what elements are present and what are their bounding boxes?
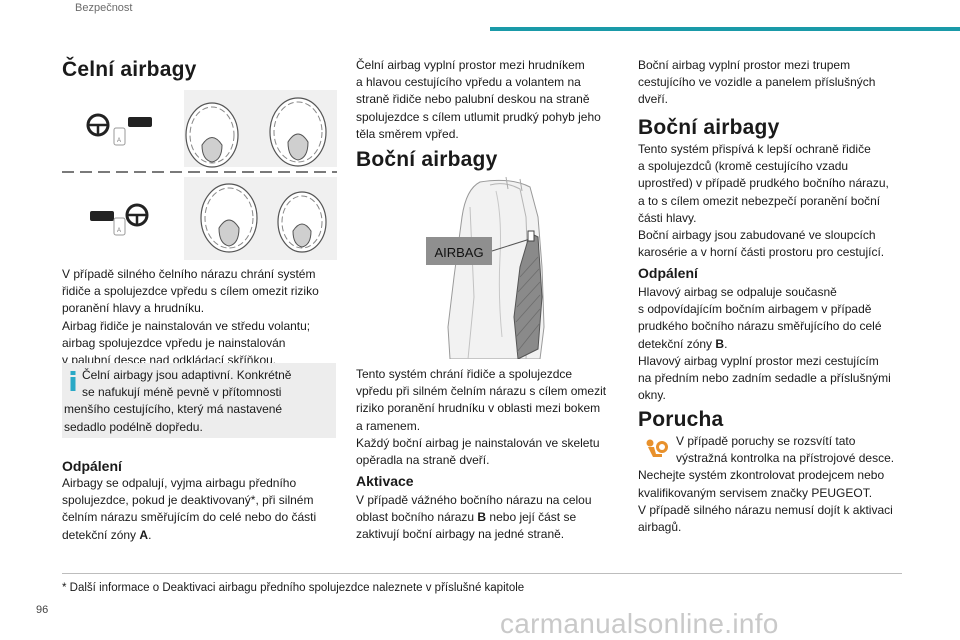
- deployment-curtain-text: Hlavový airbag se odpaluje současně s od…: [638, 285, 891, 403]
- heading-deployment-curtain: Odpálení: [638, 265, 698, 281]
- side-airbag-fill-text: Boční airbag vyplní prostor mezi trupem …: [638, 58, 876, 107]
- deployment-frontal-text: Airbagy se odpalují, vyjma airbagu předn…: [62, 476, 317, 542]
- heading-activation: Aktivace: [356, 473, 414, 489]
- svg-text:A: A: [117, 138, 121, 144]
- frontal-airbags-illustration: A A: [62, 90, 337, 260]
- occupant-top-left: [185, 102, 239, 168]
- header-accent-bar: [490, 27, 960, 31]
- dashboard-bottom-icon: A: [90, 203, 149, 236]
- footnote: * Další informace o Deaktivaci airbagu p…: [62, 582, 525, 594]
- footnote-divider: [62, 573, 902, 574]
- heading-side-airbags: Boční airbagy: [356, 148, 498, 171]
- curtain-airbags-description: Tento systém přispívá k lepší ochraně ři…: [638, 142, 889, 260]
- page-number: 96: [36, 604, 49, 616]
- watermark: carmanualsonline.info: [500, 608, 779, 639]
- frontal-airbag-fill-text: Čelní airbag vyplní prostor mezi hrudník…: [356, 58, 601, 141]
- info-note-text: Čelní airbagy jsou adaptivní. Konkrétně …: [64, 368, 292, 434]
- side-airbag-seat-illustration: AIRBAG: [410, 177, 570, 359]
- heading-fault: Porucha: [638, 408, 724, 431]
- info-icon: [70, 371, 76, 391]
- occupant-top-right: [269, 97, 327, 167]
- heading-deployment-frontal: Odpálení: [62, 458, 122, 474]
- section-label: Bezpečnost: [75, 2, 133, 14]
- heading-frontal-airbags: Čelní airbagy: [62, 58, 197, 81]
- fault-text: V případě poruchy se rozsvítí tato výstr…: [638, 434, 895, 535]
- svg-text:A: A: [117, 228, 121, 234]
- dashboard-top-icon: A: [86, 113, 152, 146]
- occupant-bottom-left: [200, 183, 258, 253]
- info-note-box: Čelní airbagy jsou adaptivní. Konkrétně …: [62, 363, 336, 438]
- airbag-warning-light-icon: [640, 436, 670, 462]
- occupant-bottom-right: [277, 191, 327, 253]
- activation-text: V případě vážného bočního nárazu na celo…: [356, 493, 592, 542]
- airbag-label-text: AIRBAG: [434, 245, 483, 260]
- frontal-airbags-description: V případě silného čelního nárazu chrání …: [62, 267, 319, 368]
- heading-curtain-airbags: Boční airbagy: [638, 116, 780, 139]
- side-airbags-description: Tento systém chrání řidiče a spolujezdce…: [356, 367, 607, 468]
